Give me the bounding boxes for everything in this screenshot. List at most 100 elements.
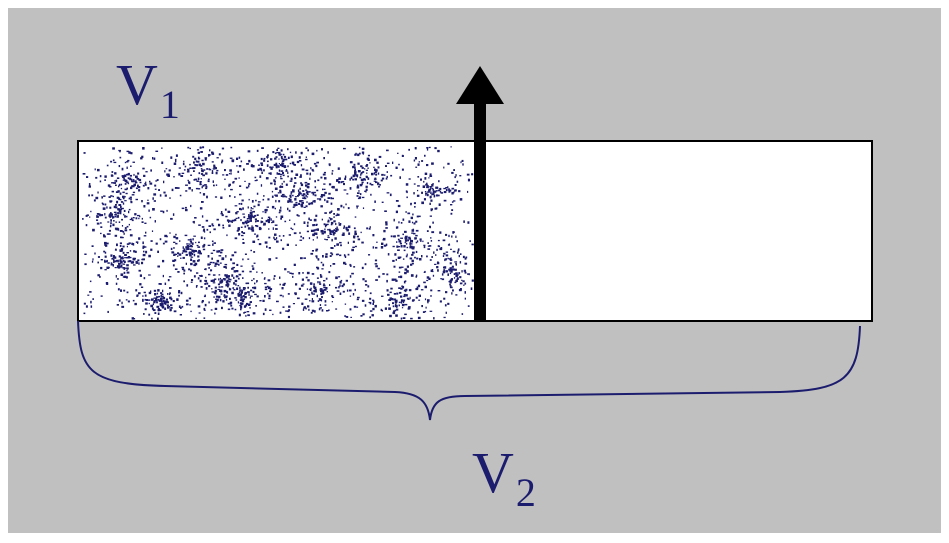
- particle: [249, 307, 251, 309]
- particle: [192, 238, 194, 241]
- particle: [346, 193, 349, 195]
- particle: [185, 208, 188, 212]
- particle: [157, 265, 160, 268]
- particle: [388, 307, 391, 310]
- particle: [323, 223, 326, 226]
- particle: [112, 256, 115, 259]
- particle: [396, 241, 398, 243]
- particle: [182, 246, 184, 249]
- particle: [291, 272, 294, 275]
- particle: [354, 171, 357, 174]
- particle: [360, 179, 362, 181]
- particle: [144, 182, 147, 185]
- particle: [118, 204, 122, 206]
- particle: [195, 285, 198, 288]
- particle: [191, 249, 194, 252]
- particle: [336, 179, 338, 182]
- particle: [251, 212, 253, 215]
- particle: [421, 160, 424, 162]
- particle: [425, 306, 427, 309]
- particle: [323, 188, 326, 190]
- particle: [443, 297, 446, 300]
- particle: [298, 191, 301, 193]
- particle: [117, 208, 120, 211]
- particle: [198, 241, 200, 244]
- particle: [186, 243, 189, 245]
- particle: [102, 203, 105, 206]
- particle: [159, 309, 162, 311]
- particle: [354, 173, 357, 176]
- particle: [322, 263, 325, 267]
- particle: [331, 186, 333, 188]
- particle: [133, 183, 136, 186]
- particle: [251, 229, 255, 232]
- particle: [283, 180, 285, 183]
- particle: [301, 302, 304, 305]
- particle: [316, 277, 319, 279]
- particle: [398, 276, 401, 278]
- particle: [310, 252, 314, 255]
- particle: [427, 299, 430, 302]
- particle: [397, 234, 400, 237]
- particle: [142, 167, 145, 170]
- particle: [214, 312, 216, 315]
- particle: [212, 274, 216, 276]
- particle: [221, 306, 223, 310]
- particle: [173, 241, 176, 243]
- particle: [312, 239, 314, 241]
- particle: [372, 234, 375, 237]
- particle: [327, 228, 329, 231]
- particle: [267, 220, 270, 224]
- particle: [236, 263, 239, 266]
- particle: [310, 167, 312, 170]
- particle: [188, 182, 191, 185]
- particle: [432, 190, 436, 193]
- particle: [464, 271, 467, 274]
- particle: [185, 253, 188, 256]
- particle: [429, 186, 433, 188]
- particle: [254, 180, 257, 182]
- particle: [396, 226, 399, 229]
- particle: [201, 169, 204, 172]
- particle: [438, 188, 441, 190]
- particle: [329, 229, 332, 232]
- particle: [400, 317, 403, 320]
- particle: [423, 198, 426, 201]
- particle: [277, 192, 280, 194]
- particle: [325, 287, 328, 290]
- particle: [268, 258, 272, 261]
- particle: [217, 283, 220, 286]
- particle: [406, 190, 408, 194]
- particle: [272, 313, 274, 316]
- particle: [96, 222, 100, 225]
- particle: [224, 274, 226, 277]
- particle: [440, 192, 444, 194]
- particle: [413, 159, 416, 162]
- particle: [354, 216, 357, 218]
- particle: [412, 299, 415, 301]
- particle: [401, 303, 405, 307]
- particle: [454, 281, 457, 284]
- particle: [135, 198, 138, 201]
- particle: [411, 300, 415, 302]
- particle: [124, 227, 127, 229]
- particle: [293, 164, 296, 166]
- particle: [152, 197, 154, 200]
- particle: [215, 298, 218, 300]
- particle: [430, 186, 432, 189]
- particle: [242, 238, 244, 240]
- particle: [408, 178, 411, 180]
- particle: [112, 223, 115, 227]
- particle: [193, 253, 196, 257]
- particle: [236, 157, 239, 160]
- particle: [226, 234, 228, 237]
- particle: [424, 310, 427, 313]
- particle: [308, 293, 311, 296]
- particle: [118, 221, 121, 223]
- particle: [331, 197, 334, 200]
- particle: [330, 217, 332, 221]
- particle: [410, 274, 414, 277]
- particle: [357, 153, 360, 157]
- particle: [115, 248, 117, 251]
- particle: [355, 152, 357, 156]
